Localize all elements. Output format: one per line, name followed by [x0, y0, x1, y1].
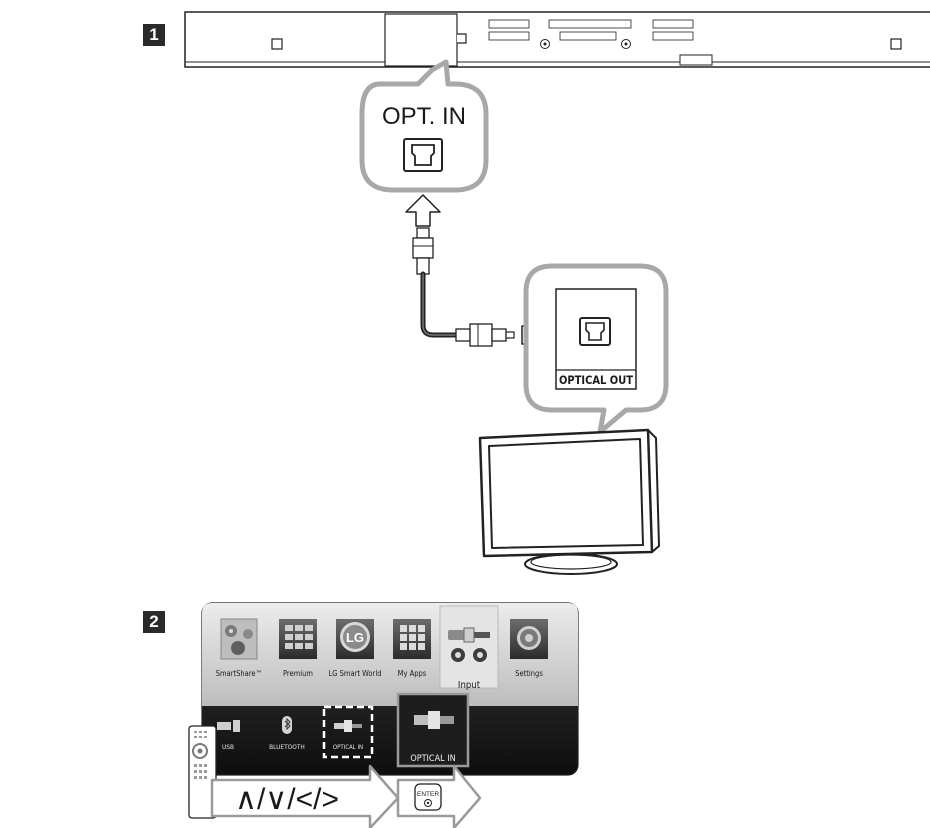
- settings-icon: [517, 626, 541, 650]
- input-icon: [448, 627, 490, 662]
- tv-illustration: [478, 428, 661, 575]
- source-label-bluetooth: BLUETOOTH: [269, 743, 305, 751]
- enter-key-hint: ENTER: [396, 764, 482, 828]
- vent-grilles: [488, 19, 694, 41]
- source-bluetooth[interactable]: BLUETOOTH: [269, 716, 305, 751]
- optical-out-label: OPTICAL OUT: [559, 373, 633, 387]
- menu-label-lg-smart-world: LG Smart World: [329, 669, 382, 678]
- optical-in-icon: [414, 711, 454, 729]
- menu-label-settings: Settings: [515, 669, 543, 678]
- menu-label-premium: Premium: [283, 669, 313, 678]
- menu-tile-premium[interactable]: [279, 619, 317, 659]
- source-usb[interactable]: USB: [217, 720, 240, 751]
- menu-label-my-apps: My Apps: [398, 669, 427, 678]
- bluetooth-icon: [282, 716, 292, 734]
- optical-jack-icon: [403, 138, 443, 172]
- navigation-keys-hint: ∧/∨/</>: [210, 764, 400, 828]
- menu-label-input: Input: [458, 680, 481, 691]
- selected-source-label: OPTICAL IN: [410, 754, 455, 764]
- selected-source-enlarged[interactable]: OPTICAL IN: [396, 692, 470, 768]
- premium-icon: [285, 625, 313, 649]
- enter-button-icon: [414, 783, 442, 811]
- menu-tile-my-apps[interactable]: [393, 619, 431, 659]
- my-apps-icon: [400, 625, 425, 650]
- menu-tile-smartshare[interactable]: [220, 618, 258, 660]
- menu-label-smartshare: SmartShare™: [216, 669, 263, 678]
- source-label-usb: USB: [222, 743, 234, 751]
- mounting-hole-left: [271, 38, 283, 50]
- mounting-hole-right: [890, 38, 902, 50]
- opt-in-label: OPT. IN: [382, 103, 466, 130]
- step-1-badge: 1: [143, 24, 165, 46]
- source-optical-in[interactable]: OPTICAL IN: [322, 705, 374, 759]
- optical-cable: [412, 227, 515, 347]
- optical-port-area: [384, 13, 458, 67]
- soundbar-rear-panel: [184, 11, 930, 68]
- svg-text:LG: LG: [346, 630, 364, 645]
- arrow-up-icon: [405, 194, 441, 227]
- opt-in-callout: OPT. IN: [359, 59, 489, 193]
- menu-tile-input[interactable]: [448, 627, 490, 662]
- usb-icon: [217, 720, 240, 732]
- smartshare-icon: [225, 625, 253, 655]
- enter-key-label: ENTER: [417, 791, 439, 798]
- menu-tile-lg-smart-world[interactable]: LG: [336, 619, 374, 659]
- optical-out-callout: OPTICAL OUT: [523, 263, 669, 435]
- remote-control-icon: [188, 725, 217, 819]
- optical-in-icon: [334, 720, 362, 732]
- menu-tile-settings[interactable]: [510, 619, 548, 659]
- step-2-badge: 2: [143, 611, 165, 633]
- navigation-keys-label: ∧/∨/</>: [235, 783, 339, 816]
- source-label-optical-in: OPTICAL IN: [333, 744, 363, 751]
- optical-jack-icon: [579, 317, 611, 346]
